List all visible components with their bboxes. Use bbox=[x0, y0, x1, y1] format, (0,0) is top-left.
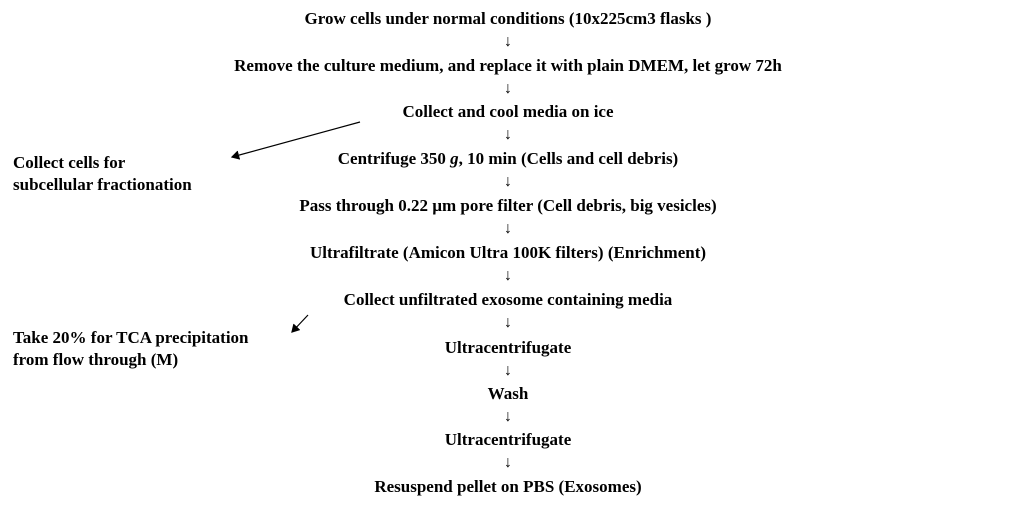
step-4: Centrifuge 350 g, 10 min (Cells and cell… bbox=[337, 149, 679, 168]
down-arrow-icon: ↓ bbox=[504, 267, 512, 284]
step-6: Ultrafiltrate (Amicon Ultra 100K filters… bbox=[309, 243, 707, 262]
side-note-collect-cells: Collect cells for subcellular fractionat… bbox=[13, 152, 192, 196]
down-arrow-icon: ↓ bbox=[504, 408, 512, 425]
step-3: Collect and cool media on ice bbox=[402, 102, 614, 121]
down-arrow-icon: ↓ bbox=[504, 314, 512, 331]
side-note-line: Take 20% for TCA precipitation bbox=[13, 328, 249, 347]
step-9: Wash bbox=[487, 384, 529, 403]
step-10: Ultracentrifugate bbox=[444, 430, 572, 449]
step-5: Pass through 0.22 µm pore filter (Cell d… bbox=[299, 196, 717, 215]
down-arrow-icon: ↓ bbox=[504, 362, 512, 379]
down-arrow-icon: ↓ bbox=[504, 454, 512, 471]
step-11: Resuspend pellet on PBS (Exosomes) bbox=[374, 477, 642, 496]
down-arrow-icon: ↓ bbox=[504, 173, 512, 190]
arrow-to-tca bbox=[291, 314, 309, 333]
down-arrow-icon: ↓ bbox=[504, 80, 512, 97]
arrow-to-collect-cells bbox=[230, 121, 361, 160]
side-note-line: from flow through (M) bbox=[13, 350, 179, 369]
step-1: Grow cells under normal conditions (10x2… bbox=[304, 9, 712, 28]
step-2: Remove the culture medium, and replace i… bbox=[234, 56, 782, 75]
down-arrow-icon: ↓ bbox=[504, 33, 512, 50]
step-8: Ultracentrifugate bbox=[444, 338, 572, 357]
down-arrow-icon: ↓ bbox=[504, 126, 512, 143]
down-arrow-icon: ↓ bbox=[504, 220, 512, 237]
side-note-line: subcellular fractionation bbox=[13, 175, 192, 194]
step-7: Collect unfiltrated exosome containing m… bbox=[343, 290, 673, 309]
side-note-tca: Take 20% for TCA precipitation from flow… bbox=[13, 327, 249, 371]
side-note-line: Collect cells for bbox=[13, 153, 126, 172]
